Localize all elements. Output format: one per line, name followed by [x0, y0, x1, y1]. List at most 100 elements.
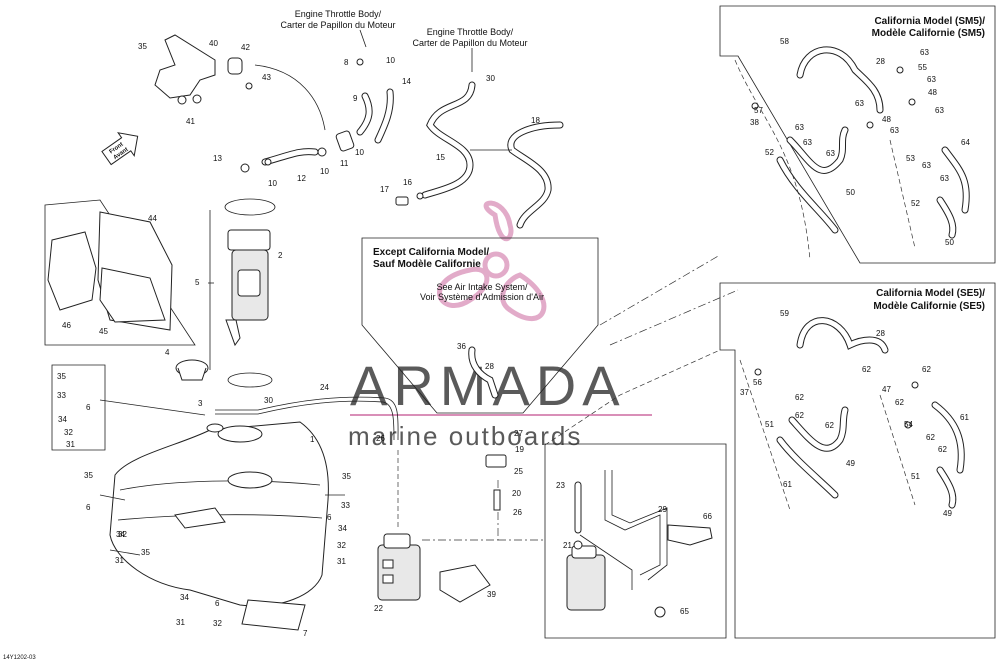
svg-text:48: 48 — [882, 115, 891, 124]
svg-text:62: 62 — [795, 411, 804, 420]
svg-text:63: 63 — [927, 75, 936, 84]
propeller-icon — [437, 200, 547, 322]
mounting-bracket — [154, 34, 253, 105]
svg-text:35: 35 — [84, 471, 93, 480]
svg-text:21: 21 — [563, 541, 572, 550]
rollover-valve — [485, 454, 507, 511]
throttle-body-label-right: Engine Throttle Body/ Carter de Papillon… — [412, 27, 527, 48]
svg-text:63: 63 — [855, 99, 864, 108]
svg-text:46: 46 — [62, 321, 71, 330]
svg-text:30: 30 — [264, 396, 273, 405]
sm5-hoses — [751, 46, 970, 239]
svg-text:41: 41 — [186, 117, 195, 126]
svg-text:30: 30 — [486, 74, 495, 83]
svg-text:22: 22 — [374, 604, 383, 613]
svg-text:4: 4 — [165, 348, 170, 357]
svg-text:California Model (SM5)/: California Model (SM5)/ — [874, 16, 985, 27]
front-arrow-icon: Front Avant — [101, 132, 139, 166]
svg-text:28: 28 — [485, 362, 494, 371]
svg-text:13: 13 — [213, 154, 222, 163]
svg-text:5: 5 — [195, 278, 200, 287]
svg-text:3: 3 — [198, 399, 203, 408]
svg-text:Engine Throttle Body/: Engine Throttle Body/ — [427, 27, 514, 37]
svg-text:61: 61 — [783, 480, 792, 489]
california-sm5-box — [719, 5, 996, 264]
svg-text:34: 34 — [58, 415, 67, 424]
svg-text:32: 32 — [118, 530, 127, 539]
svg-text:8: 8 — [344, 58, 349, 67]
svg-text:40: 40 — [209, 39, 218, 48]
svg-text:29: 29 — [658, 505, 667, 514]
svg-text:44: 44 — [148, 214, 157, 223]
fuel-hose-top — [240, 58, 394, 173]
svg-text:Modèle Californie (SE5): Modèle Californie (SE5) — [873, 301, 985, 312]
svg-text:6: 6 — [215, 599, 220, 608]
svg-text:California Model (SE5)/: California Model (SE5)/ — [876, 288, 985, 299]
fuel-tank — [51, 364, 345, 631]
svg-text:63: 63 — [803, 138, 812, 147]
fuel-cap — [175, 359, 209, 381]
svg-text:63: 63 — [935, 106, 944, 115]
svg-text:23: 23 — [556, 481, 565, 490]
charcoal-canister — [377, 533, 491, 603]
svg-text:63: 63 — [795, 123, 804, 132]
svg-text:6: 6 — [86, 503, 91, 512]
svg-text:62: 62 — [938, 445, 947, 454]
air-intake-label: See Air Intake System/ Voir Système d'Ad… — [420, 282, 544, 302]
svg-text:36: 36 — [457, 342, 466, 351]
svg-text:52: 52 — [765, 148, 774, 157]
throttle-body-label-left: Engine Throttle Body/ Carter de Papillon… — [280, 9, 395, 30]
svg-text:45: 45 — [99, 327, 108, 336]
svg-text:Engine Throttle Body/: Engine Throttle Body/ — [295, 9, 382, 19]
svg-text:31: 31 — [66, 440, 75, 449]
diagram-id: 14Y1202-03 — [3, 655, 36, 661]
canister-kit — [566, 470, 713, 618]
svg-text:51: 51 — [911, 472, 920, 481]
svg-text:32: 32 — [337, 541, 346, 550]
svg-text:62: 62 — [795, 393, 804, 402]
heat-shield-box — [44, 199, 196, 346]
svg-text:58: 58 — [780, 37, 789, 46]
svg-text:28: 28 — [876, 57, 885, 66]
svg-text:20: 20 — [512, 489, 521, 498]
svg-text:Voir Système d'Admission d'Air: Voir Système d'Admission d'Air — [420, 292, 544, 302]
watermark-tagline: marine outboards — [348, 421, 582, 451]
svg-text:6: 6 — [327, 513, 332, 522]
svg-text:10: 10 — [320, 167, 329, 176]
svg-text:39: 39 — [487, 590, 496, 599]
svg-text:62: 62 — [922, 365, 931, 374]
svg-text:7: 7 — [303, 629, 308, 638]
svg-text:6: 6 — [86, 403, 91, 412]
svg-text:42: 42 — [241, 43, 250, 52]
svg-text:62: 62 — [825, 421, 834, 430]
svg-text:59: 59 — [780, 309, 789, 318]
svg-text:24: 24 — [320, 383, 329, 392]
svg-text:66: 66 — [703, 512, 712, 521]
svg-text:32: 32 — [213, 619, 222, 628]
svg-text:61: 61 — [960, 413, 969, 422]
svg-text:1: 1 — [310, 435, 315, 444]
svg-text:62: 62 — [926, 433, 935, 442]
svg-text:Carter de Papillon du Moteur: Carter de Papillon du Moteur — [280, 20, 395, 30]
svg-text:55: 55 — [918, 63, 927, 72]
svg-text:Except California Model/: Except California Model/ — [373, 247, 489, 258]
svg-text:62: 62 — [895, 398, 904, 407]
svg-text:64: 64 — [961, 138, 970, 147]
svg-text:48: 48 — [928, 88, 937, 97]
svg-text:11: 11 — [340, 159, 349, 168]
svg-text:25: 25 — [514, 467, 523, 476]
svg-text:63: 63 — [890, 126, 899, 135]
california-se5-label: California Model (SE5)/ Modèle Californi… — [873, 288, 985, 312]
svg-text:10: 10 — [386, 56, 395, 65]
vent-hose-28-small — [468, 346, 499, 399]
svg-text:56: 56 — [753, 378, 762, 387]
svg-text:10: 10 — [355, 148, 364, 157]
svg-text:38: 38 — [750, 118, 759, 127]
svg-text:Sauf Modèle Californie: Sauf Modèle Californie — [373, 259, 481, 270]
svg-text:See Air Intake System/: See Air Intake System/ — [436, 282, 528, 292]
svg-text:51: 51 — [765, 420, 774, 429]
svg-text:63: 63 — [922, 161, 931, 170]
svg-text:35: 35 — [141, 548, 150, 557]
svg-text:65: 65 — [680, 607, 689, 616]
